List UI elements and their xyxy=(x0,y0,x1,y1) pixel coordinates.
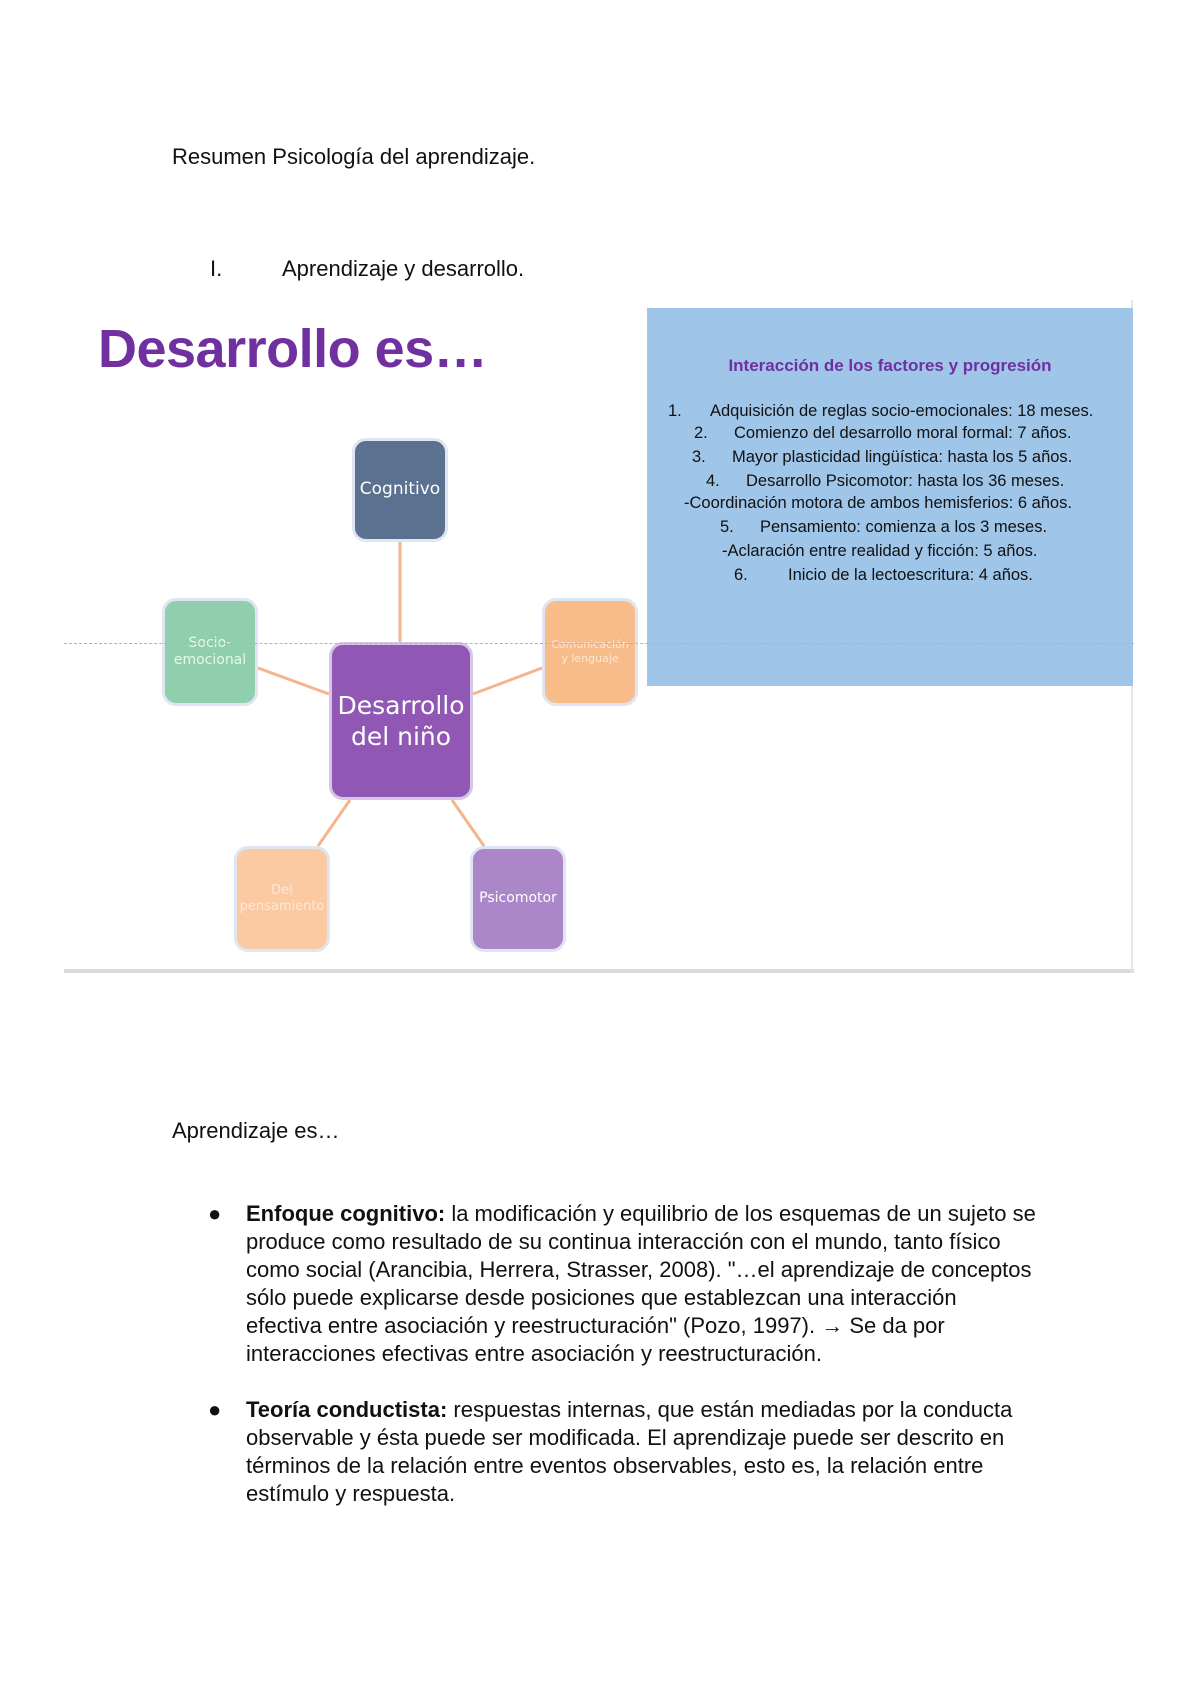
node-psicomotor-label: Psicomotor xyxy=(479,890,557,907)
aprendizaje-heading: Aprendizaje es… xyxy=(172,1118,340,1143)
bullet-icon: ● xyxy=(208,1397,222,1422)
info-line: 2. Comienzo del desarrollo moral formal: … xyxy=(694,424,1072,443)
bullet-term: Teoría conductista: xyxy=(246,1397,448,1422)
node-pensamiento-label-1: Del xyxy=(271,882,293,898)
bullet-text: la modificación y equilibrio de los esqu… xyxy=(246,1201,1036,1366)
slide-bottom-border xyxy=(64,969,1134,973)
info-line-number: 5. xyxy=(720,518,734,536)
info-line: 6. Inicio de la lectoescritura: 4 años. xyxy=(734,566,1033,585)
node-pensamiento-label-2: pensamiento xyxy=(239,899,325,914)
node-psicomotor: Psicomotor xyxy=(470,846,566,952)
info-line-number: 3. xyxy=(692,448,706,466)
info-line: -Coordinación motora de ambos hemisferio… xyxy=(684,494,1072,513)
info-line: 5. Pensamiento: comienza a los 3 meses. xyxy=(720,518,1047,537)
info-line-number: 2. xyxy=(694,424,708,442)
node-socio-label-1: Socio- xyxy=(188,634,232,651)
node-cognitivo-label: Cognitivo xyxy=(359,479,441,500)
guide-line xyxy=(64,643,1134,644)
connector-comunicacion xyxy=(472,666,543,696)
node-center-label-2: del niño xyxy=(350,722,452,751)
aprendizaje-bullet-list: ● Enfoque cognitivo: la modificación y e… xyxy=(208,1200,1038,1536)
info-line-text: Desarrollo Psicomotor: hasta los 36 mese… xyxy=(746,472,1065,490)
list-item: ● Enfoque cognitivo: la modificación y e… xyxy=(208,1200,1038,1368)
info-line-text: -Aclaración entre realidad y ficción: 5 … xyxy=(722,542,1038,560)
info-line: 1. Adquisición de reglas socio-emocionale… xyxy=(668,402,1093,421)
info-line: -Aclaración entre realidad y ficción: 5 … xyxy=(722,542,1038,561)
section-title: Aprendizaje y desarrollo. xyxy=(282,256,525,281)
node-comunicacion-lenguaje: Comunicación y lenguaje xyxy=(542,598,638,706)
info-line-number: 6. xyxy=(734,566,748,584)
bullet-text: respuestas internas, que están mediadas … xyxy=(246,1397,1013,1506)
node-desarrollo-del-nino: Desarrollo del niño xyxy=(329,642,473,800)
node-comunicacion-label-1: Comunicación xyxy=(551,638,629,652)
node-socio-emocional: Socio- emocional xyxy=(162,598,258,706)
info-line: 3. Mayor plasticidad lingüística: hasta l… xyxy=(692,448,1072,467)
info-box-title: Interacción de los factores y progresión xyxy=(728,356,1052,375)
info-line-text: -Coordinación motora de ambos hemisferio… xyxy=(684,494,1072,512)
node-socio-label-2: emocional xyxy=(173,652,247,668)
node-del-pensamiento: Del pensamiento xyxy=(234,846,330,952)
info-line-text: Inicio de la lectoescritura: 4 años. xyxy=(788,566,1033,584)
info-line-text: Pensamiento: comienza a los 3 meses. xyxy=(760,518,1048,536)
bullet-term: Enfoque cognitivo: xyxy=(246,1201,446,1226)
node-center-label-1: Desarrollo xyxy=(337,690,465,720)
info-line-number: 4. xyxy=(706,472,720,490)
list-item: ● Teoría conductista: respuestas interna… xyxy=(208,1396,1038,1508)
section-heading: I. Aprendizaje y desarrollo. xyxy=(210,256,524,282)
document-title: Resumen Psicología del aprendizaje. xyxy=(172,144,536,169)
bullet-icon: ● xyxy=(208,1201,222,1226)
connector-socio xyxy=(257,666,330,696)
connector-pensamiento xyxy=(316,799,352,847)
info-box xyxy=(647,308,1133,686)
info-line-text: Comienzo del desarrollo moral formal: 7 … xyxy=(734,424,1072,442)
info-line-text: Adquisición de reglas socio-emocionales:… xyxy=(710,402,1094,420)
connector-psicomotor xyxy=(450,799,486,847)
node-comunicacion-label-2: y lenguaje xyxy=(561,652,619,665)
info-line-text: Mayor plasticidad lingüística: hasta los… xyxy=(732,448,1073,466)
node-cognitivo: Cognitivo xyxy=(352,438,448,542)
info-line-number: 1. xyxy=(668,402,682,420)
slide-heading: Desarrollo es… xyxy=(98,319,488,379)
info-line: 4. Desarrollo Psicomotor: hasta los 36 me… xyxy=(706,472,1064,491)
section-number: I. xyxy=(210,256,223,281)
